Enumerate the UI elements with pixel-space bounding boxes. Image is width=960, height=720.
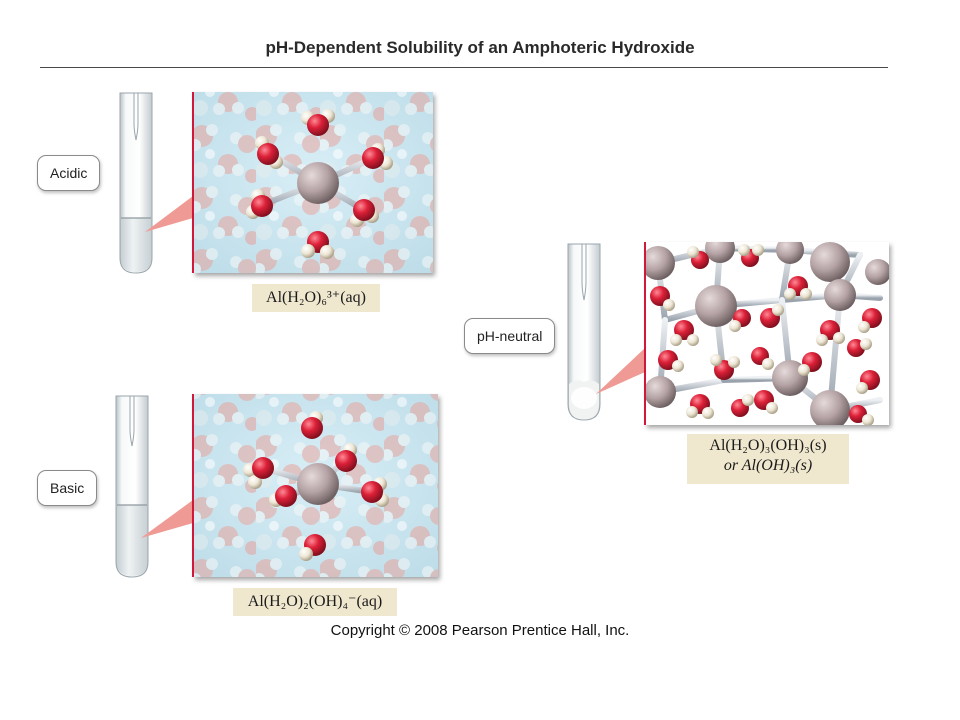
zoom-wedge-basic — [141, 500, 193, 538]
label-acidic: Acidic — [37, 155, 101, 191]
title-divider — [40, 67, 888, 68]
copyright-notice: Copyright © 2008 Pearson Prentice Hall, … — [330, 622, 630, 639]
formula-basic: Al(H₂O)₂(OH)₄⁻(aq) — [233, 588, 397, 616]
label-basic: Basic — [37, 470, 98, 506]
test-tube-neutral — [567, 243, 601, 421]
formula-acidic-text: Al(H₂O)₆³⁺(aq) — [266, 289, 366, 306]
formula-neutral: Al(H₂O)₃(OH)₃(s) or Al(OH)₃(s) — [687, 434, 849, 484]
aluminum-hydroxide-lattice — [645, 242, 889, 425]
tetrahydroxo-aluminate-ion — [243, 411, 389, 561]
diagram-title: pH-Dependent Solubility of an Amphoteric… — [265, 38, 695, 57]
test-tube-basic — [115, 395, 149, 578]
formula-basic-text: Al(H₂O)₂(OH)₄⁻(aq) — [247, 593, 383, 610]
test-tube-acidic — [119, 92, 153, 274]
zoom-wedge-neutral — [596, 348, 645, 394]
label-ph-neutral: pH-neutral — [464, 318, 556, 354]
formula-acidic: Al(H₂O)₆³⁺(aq) — [252, 284, 380, 312]
formula-neutral-line1: Al(H₂O)₃(OH)₃(s) — [709, 437, 827, 454]
hexaaqua-aluminum-ion — [246, 109, 393, 259]
zoom-wedge-acidic — [145, 196, 193, 232]
formula-neutral-line2: or Al(OH)₃(s) — [723, 457, 813, 474]
